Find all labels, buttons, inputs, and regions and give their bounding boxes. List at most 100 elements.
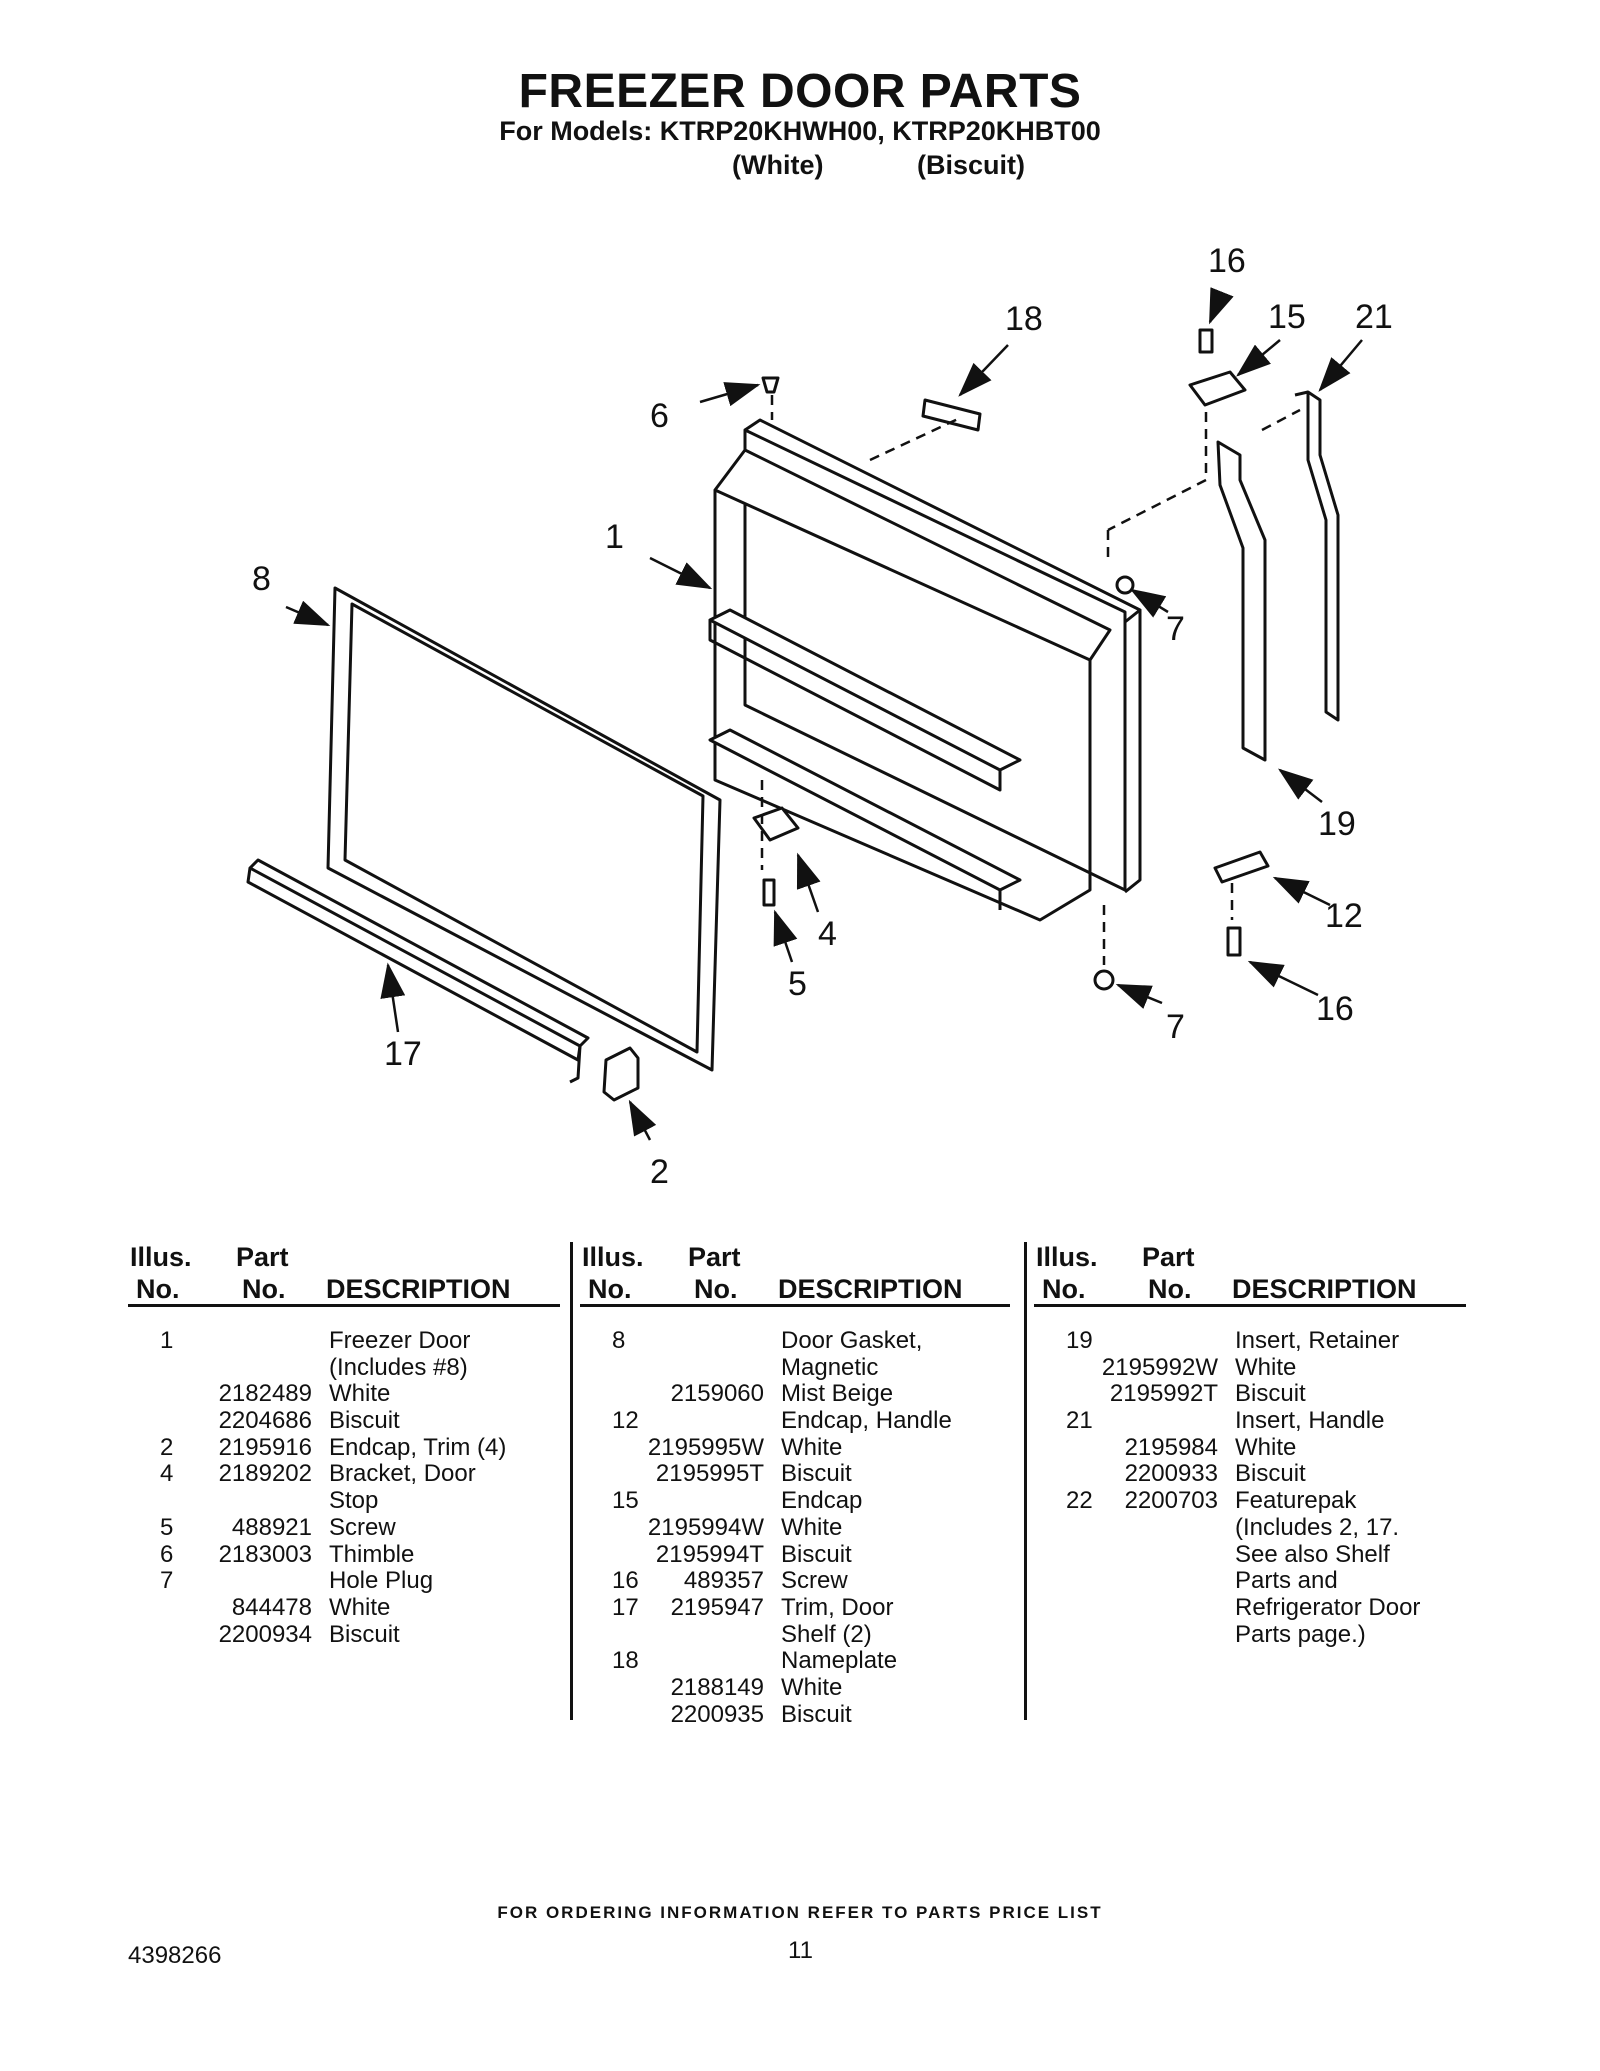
part-description: Mist Beige: [781, 1380, 894, 1408]
illus-number: 8: [612, 1327, 626, 1354]
illus-number: 21: [1066, 1407, 1093, 1435]
nameplate-part: [921, 398, 982, 432]
header-rule: [580, 1304, 1010, 1307]
part-description: Biscuit: [329, 1407, 400, 1435]
part-description: White: [1235, 1353, 1297, 1381]
part-number: 2195992T: [1109, 1380, 1218, 1408]
part-description: Trim, Door: [781, 1593, 894, 1621]
callout-16-top: 16: [1208, 242, 1246, 280]
callout-1: 1: [605, 518, 624, 556]
part-number: 2195984: [1124, 1433, 1218, 1461]
part-number: 2200703: [1124, 1487, 1218, 1515]
part-description: Shelf (2): [781, 1620, 872, 1648]
parts-column-1-header: Illus. No. Part No. DESCRIPTION: [130, 1242, 550, 1306]
part-description: Biscuit: [1235, 1380, 1306, 1408]
part-description: Screw: [329, 1513, 396, 1541]
part-description: Nameplate: [781, 1647, 898, 1675]
illus-no-header: No.: [1042, 1274, 1086, 1304]
ordering-note: FOR ORDERING INFORMATION REFER TO PARTS …: [497, 1903, 1103, 1922]
callout-18: 18: [1005, 300, 1043, 338]
callout-8: 8: [252, 560, 271, 598]
part-number: 2195994T: [655, 1540, 764, 1568]
column-divider: [1024, 1242, 1027, 1720]
page-number: 11: [788, 1937, 813, 1964]
header-rule: [1034, 1304, 1466, 1307]
part-description: Endcap: [781, 1487, 863, 1515]
part-number: 2195995W: [647, 1433, 764, 1461]
models-line: For Models: KTRP20KHWH00, KTRP20KHBT00: [499, 116, 1101, 146]
part-number: 2200933: [1124, 1460, 1218, 1488]
part-header: Part: [688, 1242, 741, 1272]
part-description: Biscuit: [781, 1540, 852, 1568]
part-header: Part: [236, 1242, 289, 1272]
description-header: DESCRIPTION: [1232, 1274, 1417, 1304]
handle-insert-part: [1216, 440, 1267, 762]
part-number: 844478: [231, 1593, 312, 1621]
document-number: 4398266: [128, 1942, 222, 1969]
part-description: White: [1235, 1433, 1297, 1461]
parts-column-3-header: Illus. No. Part No. DESCRIPTION: [1036, 1242, 1456, 1306]
part-number: 2195947: [670, 1593, 764, 1621]
part-no-header: No.: [694, 1274, 738, 1304]
part-description: Featurepak: [1235, 1487, 1357, 1515]
part-description: Biscuit: [1235, 1460, 1306, 1488]
part-description: Parts and: [1235, 1567, 1338, 1595]
part-no-header: No.: [1148, 1274, 1192, 1304]
callout-6: 6: [650, 397, 669, 435]
part-description: Thimble: [329, 1540, 415, 1568]
part-number: 2204686: [218, 1407, 312, 1435]
illus-number: 18: [612, 1647, 639, 1675]
illus-number: 2: [160, 1433, 174, 1461]
callout-7-top: 7: [1166, 610, 1185, 648]
variant-biscuit-label: (Biscuit): [917, 150, 1025, 180]
screw-bottom-left: [762, 878, 776, 907]
callout-15: 15: [1268, 298, 1306, 336]
part-description: White: [329, 1593, 391, 1621]
description-header: DESCRIPTION: [778, 1274, 963, 1304]
illus-number: 16: [612, 1567, 639, 1595]
callout-7-bottom: 7: [1166, 1008, 1185, 1046]
callout-16-bottom: 16: [1316, 990, 1354, 1028]
part-number: 489357: [683, 1567, 764, 1595]
retainer-insert-part: [1294, 390, 1340, 722]
screw-bottom-right: [1226, 926, 1242, 957]
parts-column-2-header: Illus. No. Part No. DESCRIPTION: [582, 1242, 1002, 1306]
illus-header: Illus.: [1036, 1242, 1098, 1272]
part-number: 2195992W: [1101, 1353, 1218, 1381]
part-description: (Includes 2, 17.: [1235, 1513, 1400, 1541]
illus-header: Illus.: [582, 1242, 644, 1272]
hole-plug-top: [1115, 575, 1135, 595]
illus-number: 12: [612, 1407, 639, 1435]
part-number: 488921: [231, 1513, 312, 1541]
description-header: DESCRIPTION: [326, 1274, 511, 1304]
part-number: 2182489: [218, 1380, 312, 1408]
part-description: Endcap, Trim (4): [329, 1433, 507, 1461]
freezer-door-part: [708, 418, 1142, 922]
endcap-trim-part: [602, 1046, 640, 1102]
part-number: 2200935: [670, 1700, 764, 1728]
part-number: 2195994W: [647, 1513, 764, 1541]
part-description: White: [781, 1433, 843, 1461]
part-description: (Includes #8): [329, 1353, 468, 1381]
part-description: Insert, Retainer: [1235, 1327, 1400, 1354]
part-description: Magnetic: [781, 1353, 879, 1381]
part-number: 2188149: [670, 1673, 764, 1701]
illus-number: 4: [160, 1460, 174, 1488]
part-no-header: No.: [242, 1274, 286, 1304]
callout-12: 12: [1325, 897, 1363, 935]
handle-endcap-part: [1213, 850, 1270, 884]
part-number: 2189202: [218, 1460, 312, 1488]
part-description: See also Shelf: [1235, 1540, 1390, 1568]
illus-number: 17: [612, 1593, 639, 1621]
part-description: Biscuit: [781, 1460, 852, 1488]
illus-number: 15: [612, 1487, 639, 1515]
part-description: Bracket, Door: [329, 1460, 476, 1488]
callout-21: 21: [1355, 298, 1393, 336]
part-description: Refrigerator Door: [1235, 1593, 1421, 1621]
illus-number: 22: [1066, 1487, 1093, 1515]
part-description: White: [781, 1513, 843, 1541]
part-number: 2200934: [218, 1620, 312, 1648]
part-header: Part: [1142, 1242, 1195, 1272]
part-description: Stop: [329, 1487, 379, 1515]
callout-5: 5: [788, 965, 807, 1003]
